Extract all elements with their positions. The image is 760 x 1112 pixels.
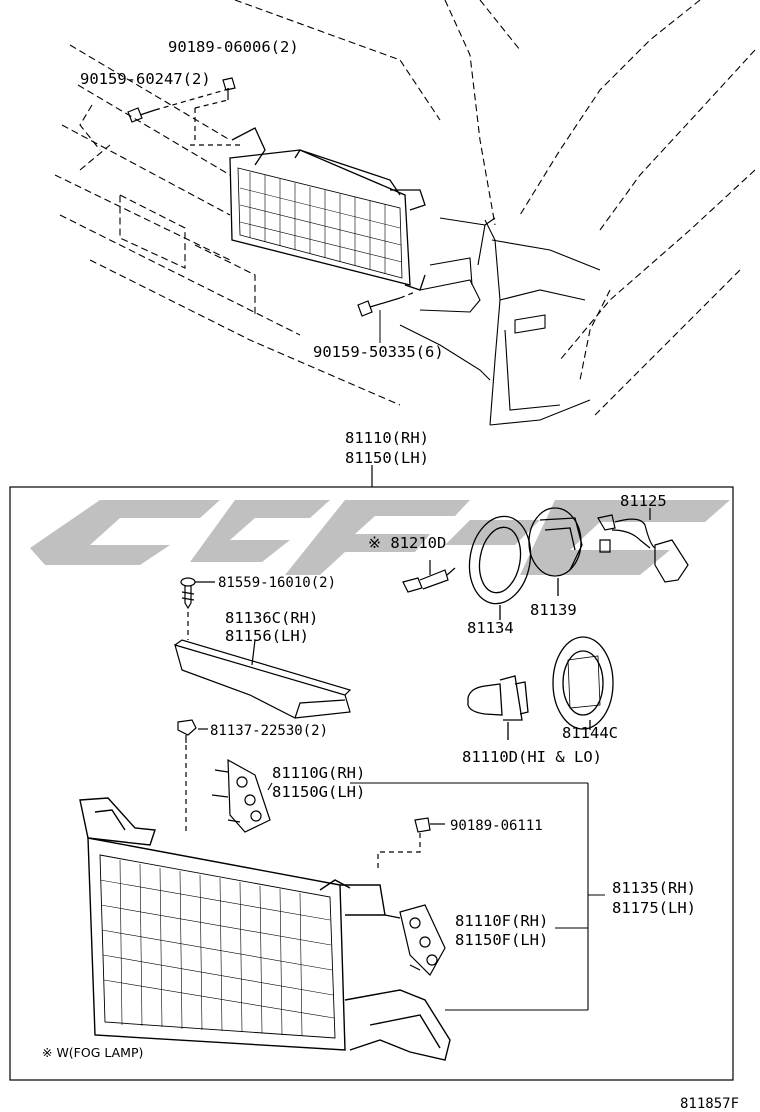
- label-81144c: 81144C: [562, 724, 618, 742]
- label-81156: 81156(LH): [225, 627, 309, 645]
- socket-cover-icon: [528, 507, 583, 596]
- label-81150g: 81150G(LH): [272, 783, 365, 801]
- bolt-icon: [357, 291, 416, 317]
- label-90159-50335: 90159-50335(6): [313, 343, 444, 361]
- label-90189-06111: 90189-06111: [450, 818, 543, 834]
- label-81125: 81125: [620, 492, 667, 510]
- label-81137: 81137-22530(2): [210, 723, 328, 739]
- bracket-drawing: [174, 639, 352, 719]
- label-90159-60247: 90159-60247(2): [80, 70, 211, 88]
- screw-icon: [180, 577, 215, 640]
- headlamp-assembly-drawing: [79, 797, 451, 1061]
- label-81110f: 81110F(RH): [455, 912, 548, 930]
- vehicle-body-outline: [54, 0, 756, 426]
- label-81135: 81135(RH): [612, 879, 696, 897]
- headlamp-bulb-icon: [467, 675, 529, 740]
- reflector-socket-icon: [552, 636, 614, 730]
- label-81210d: ※ 81210D: [368, 534, 446, 552]
- socket-plate-icon: [384, 904, 446, 976]
- ring-gasket-icon: [468, 515, 532, 620]
- label-81110d: 81110D(HI & LO): [462, 748, 602, 766]
- clip-icon: [177, 719, 208, 835]
- fog-bulb-icon: [402, 560, 456, 593]
- nut-icon: [377, 817, 445, 870]
- clip-nut-icon: [190, 77, 240, 146]
- label-81110-rh: 81110(RH): [345, 429, 429, 447]
- footnote: ※ W(FOG LAMP): [42, 1045, 143, 1060]
- screw-icon: [127, 87, 233, 123]
- group-bracket: [267, 782, 605, 1011]
- label-81134: 81134: [467, 619, 514, 637]
- installed-headlamp-drawing: [229, 127, 426, 291]
- label-81136c: 81136C(RH): [225, 609, 318, 627]
- label-81150-lh: 81150(LH): [345, 449, 429, 467]
- wiring-harness-icon: [597, 508, 689, 583]
- socket-plate-icon: [211, 758, 271, 833]
- label-90189-06006: 90189-06006(2): [168, 38, 299, 56]
- label-81110g: 81110G(RH): [272, 764, 365, 782]
- label-81559: 81559-16010(2): [218, 575, 336, 591]
- label-81175: 81175(LH): [612, 899, 696, 917]
- label-81150f: 81150F(LH): [455, 931, 548, 949]
- label-81139: 81139: [530, 601, 577, 619]
- diagram-id: 811857F: [680, 1096, 739, 1112]
